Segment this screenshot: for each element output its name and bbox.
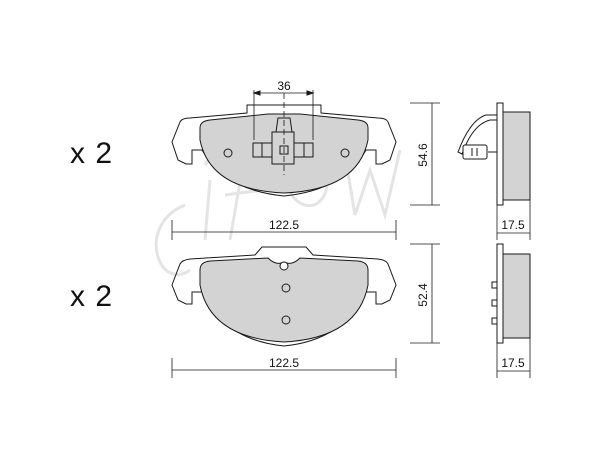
front-quantity-label: x 2	[70, 137, 114, 170]
front-clip	[252, 117, 314, 165]
front-clip-width-label: 36	[277, 79, 291, 93]
rear-friction-material	[199, 257, 369, 343]
front-pad-drawing	[171, 90, 440, 240]
front-height-label: 54.6	[416, 143, 430, 167]
front-thickness-label: 17.5	[501, 218, 525, 232]
front-width-label: 122.5	[269, 218, 299, 232]
rear-thickness-label: 17.5	[501, 356, 525, 370]
rear-width-label: 122.5	[269, 356, 299, 370]
front-pad-side-view	[457, 102, 531, 240]
rear-pad-side-view	[491, 243, 531, 378]
rear-pad-drawing	[171, 243, 440, 378]
rear-quantity-label: x 2	[70, 280, 114, 313]
rear-height-label: 52.4	[416, 283, 430, 307]
